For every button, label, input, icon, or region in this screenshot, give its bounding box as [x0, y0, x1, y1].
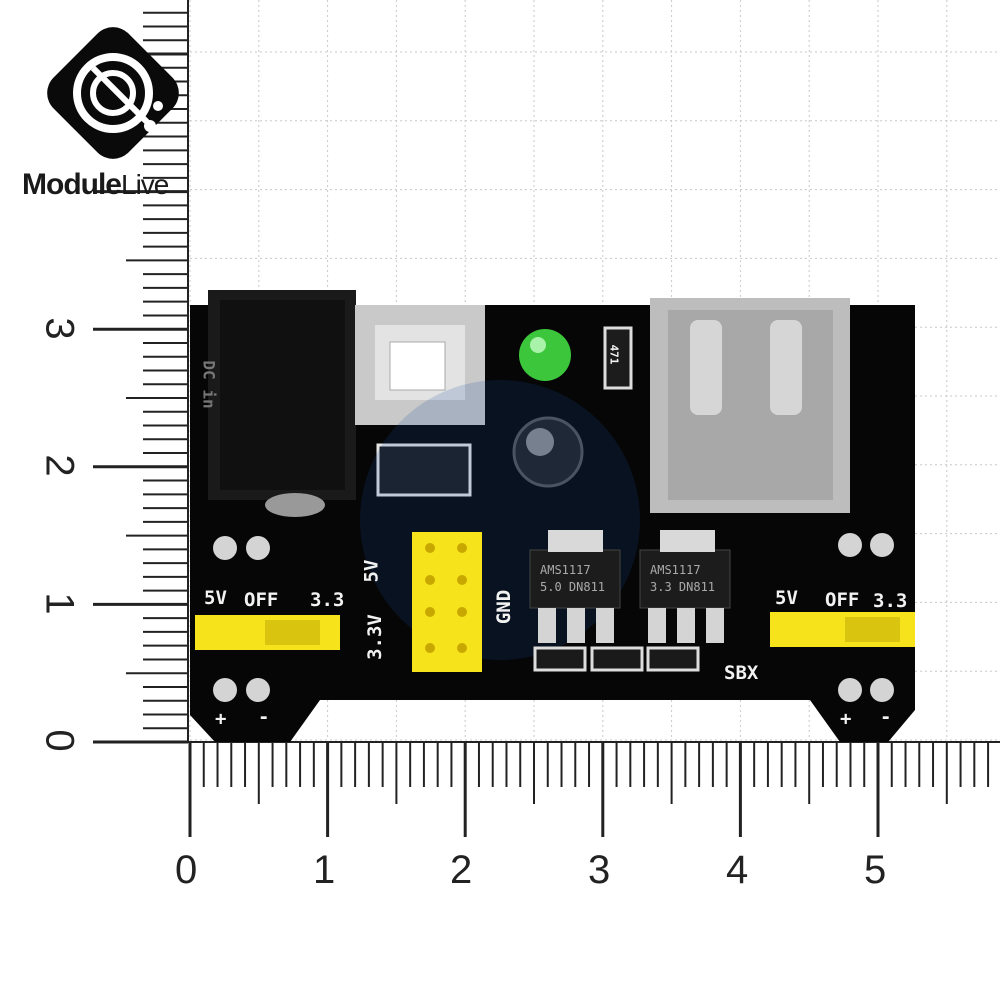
ruler-y-1: 1	[37, 592, 82, 615]
left-5v-label: 5V	[204, 587, 227, 609]
regulator-5v	[529, 549, 621, 609]
plus-right-label: +	[840, 708, 852, 730]
ruler-x-4: 4	[726, 848, 749, 892]
reg1-bottom-label: 5.0 DN811	[540, 580, 606, 594]
ruler-x-1: 1	[313, 848, 336, 892]
left-off-label: OFF	[244, 589, 279, 611]
resistor-label: 471	[607, 344, 621, 365]
brand-tail-text: Live	[121, 169, 169, 200]
ruler-y-3: 3	[37, 317, 82, 340]
header-5v-label: 5V	[360, 559, 383, 583]
right-3v3-label: 3.3	[873, 590, 908, 612]
reg2-top-label: AMS1117	[650, 563, 701, 577]
ruler-y-0: 0	[37, 729, 82, 752]
left-3v3-label: 3.3	[310, 589, 345, 611]
ruler-x-2: 2	[450, 848, 473, 892]
ruler-x-5: 5	[864, 848, 887, 892]
diode-component	[376, 443, 472, 497]
power-led	[519, 329, 571, 381]
reg2-bottom-label: 3.3 DN811	[650, 580, 716, 594]
minus-right-label: -	[880, 706, 892, 728]
header-3v3-label: 3.3V	[363, 614, 386, 660]
dc-in-label: DC in	[199, 360, 219, 409]
brand-main-text: Module	[22, 168, 122, 201]
ruler-y-2: 2	[37, 454, 82, 477]
right-5v-label: 5V	[775, 587, 798, 609]
ruler-x-0: 0	[175, 848, 198, 892]
brand-logo-icon	[47, 27, 179, 159]
sbx-label: SBX	[724, 662, 759, 684]
minus-left-label: -	[258, 706, 270, 728]
header-gnd-label: GND	[493, 589, 516, 625]
header-block	[412, 532, 482, 672]
ruler-x-3: 3	[588, 848, 611, 892]
right-off-label: OFF	[825, 589, 860, 611]
regulator-3v3	[639, 549, 731, 609]
smd-resistor	[603, 326, 633, 390]
reg1-top-label: AMS1117	[540, 563, 591, 577]
brand-wordmark: ModuleLive	[22, 168, 169, 202]
plus-left-label: +	[215, 708, 227, 730]
